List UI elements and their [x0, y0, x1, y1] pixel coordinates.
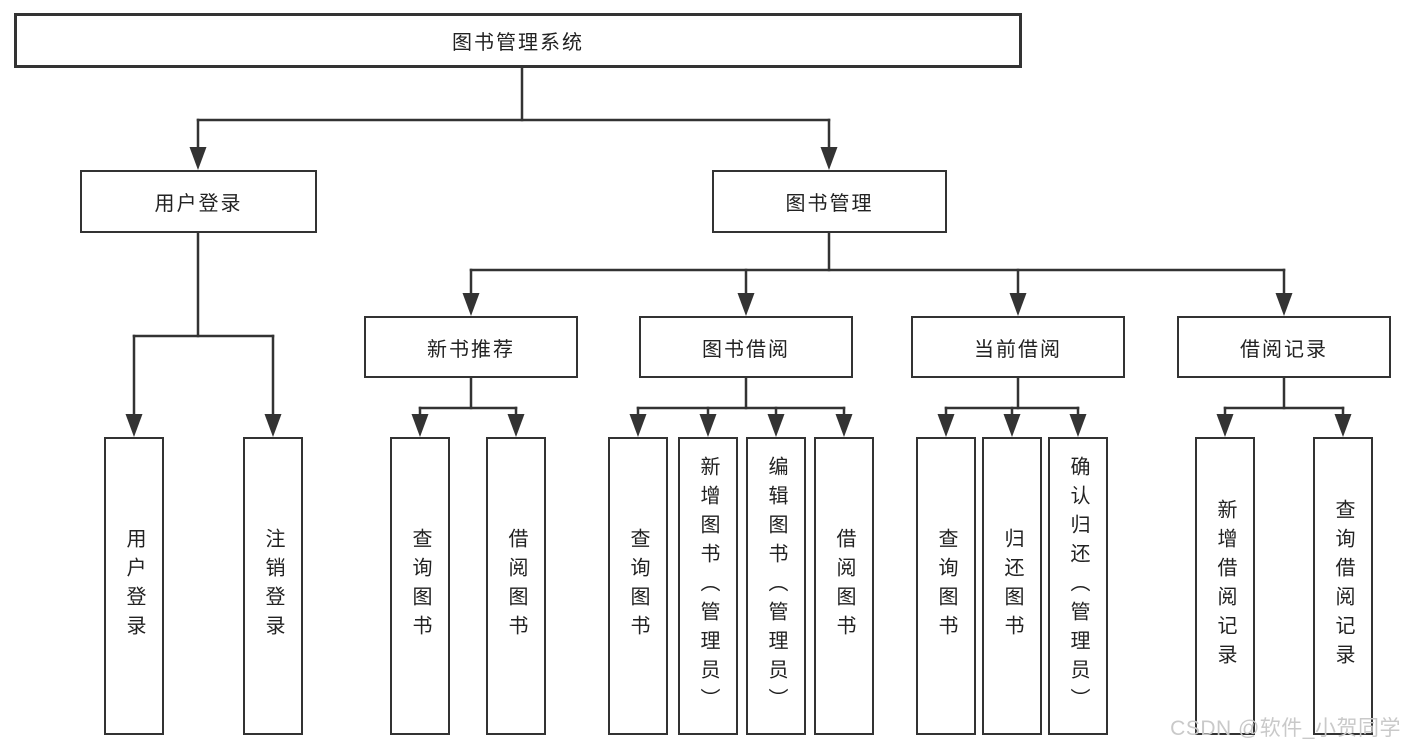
leaf-add-borrow-record: 新增借阅记录: [1195, 437, 1255, 735]
leaf-label: 查询图书: [935, 528, 957, 644]
leaf-user-login: 用户登录: [104, 437, 164, 735]
leaf-label: 查询图书: [409, 528, 431, 644]
leaf-label: 编辑图书（管理员）: [765, 455, 787, 717]
leaf-label: 借阅图书: [833, 528, 855, 644]
leaf-label: 借阅图书: [505, 528, 527, 644]
node-current-borrow: 当前借阅: [911, 316, 1125, 378]
leaf-query-books-current: 查询图书: [916, 437, 976, 735]
leaf-edit-book-admin: 编辑图书（管理员）: [746, 437, 806, 735]
leaf-add-book-admin: 新增图书（管理员）: [678, 437, 738, 735]
node-borrow-records: 借阅记录: [1177, 316, 1391, 378]
leaf-borrow-books-recommend: 借阅图书: [486, 437, 546, 735]
leaf-label: 归还图书: [1001, 528, 1023, 644]
leaf-label: 查询借阅记录: [1332, 499, 1354, 673]
node-library-system: 图书管理系统: [14, 13, 1022, 68]
node-book-management: 图书管理: [712, 170, 947, 233]
leaf-label: 用户登录: [123, 528, 145, 644]
leaf-query-books-borrow: 查询图书: [608, 437, 668, 735]
leaf-label: 新增图书（管理员）: [697, 455, 719, 717]
node-book-borrow: 图书借阅: [639, 316, 853, 378]
node-user-login: 用户登录: [80, 170, 317, 233]
leaf-logout: 注销登录: [243, 437, 303, 735]
leaf-label: 确认归还（管理员）: [1067, 455, 1089, 717]
leaf-confirm-return-admin: 确认归还（管理员）: [1048, 437, 1108, 735]
watermark-text: CSDN @软件_小贺同学: [1170, 717, 1401, 740]
leaf-borrow-books-borrow: 借阅图书: [814, 437, 874, 735]
leaf-label: 注销登录: [262, 528, 284, 644]
leaf-label: 查询图书: [627, 528, 649, 644]
leaf-query-borrow-record: 查询借阅记录: [1313, 437, 1373, 735]
leaf-label: 新增借阅记录: [1214, 499, 1236, 673]
node-new-book-recommend: 新书推荐: [364, 316, 578, 378]
leaf-return-book: 归还图书: [982, 437, 1042, 735]
leaf-query-books-recommend: 查询图书: [390, 437, 450, 735]
